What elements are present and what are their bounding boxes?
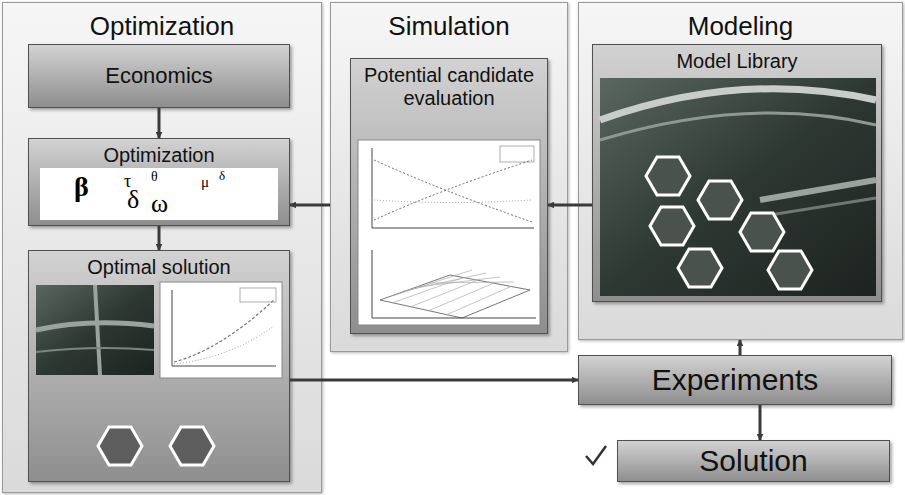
box-label: Experiments bbox=[646, 363, 825, 397]
flow-arrow bbox=[759, 405, 762, 440]
math-symbol: θ bbox=[151, 170, 158, 184]
check-mark bbox=[586, 446, 606, 464]
flow-arrow bbox=[290, 379, 578, 382]
process-box: Economics bbox=[28, 44, 290, 108]
simulation-plots bbox=[358, 140, 540, 325]
stage-panel: SimulationPotential candidate evaluation bbox=[330, 2, 568, 352]
box-label: Economics bbox=[99, 63, 219, 89]
math-symbol: δ bbox=[219, 169, 225, 182]
panel-title: Modeling bbox=[579, 3, 902, 41]
panel-title: Simulation bbox=[331, 3, 567, 41]
model-hexagons bbox=[646, 157, 812, 289]
math-symbol: β bbox=[74, 173, 89, 201]
flow-arrow bbox=[739, 340, 742, 355]
optimal-photo bbox=[36, 285, 154, 375]
box-label: Potential candidate evaluation bbox=[351, 59, 547, 110]
math-symbol: ω bbox=[151, 191, 168, 217]
process-box: Experiments bbox=[578, 355, 892, 405]
stage-panel: OptimizationEconomicsOptimizationβτθδωμδ… bbox=[2, 2, 322, 493]
box-label: Solution bbox=[693, 444, 813, 478]
library-box: Model Library bbox=[592, 44, 882, 302]
stage-panel: ModelingModel Library bbox=[578, 2, 903, 340]
result-box: Solution bbox=[617, 440, 890, 482]
process-box: Optimizationβτθδωμδ bbox=[28, 138, 290, 226]
process-box: Potential candidate evaluation bbox=[350, 58, 548, 334]
optimal-chart bbox=[160, 282, 282, 378]
flow-arrow bbox=[158, 226, 161, 250]
flow-arrow bbox=[548, 204, 592, 207]
optimal-hexagons bbox=[98, 427, 214, 465]
flow-arrow bbox=[290, 204, 330, 207]
box-label: Optimization bbox=[29, 139, 289, 167]
math-symbol: μ bbox=[201, 175, 209, 190]
box-label: Model Library bbox=[593, 45, 881, 73]
model-library-photo bbox=[600, 78, 876, 296]
flow-arrow bbox=[158, 108, 161, 138]
result-box: Optimal solution bbox=[28, 250, 290, 482]
symbol-panel bbox=[40, 168, 278, 220]
box-label: Optimal solution bbox=[29, 251, 289, 279]
math-symbol: δ bbox=[127, 187, 139, 213]
panel-title: Optimization bbox=[3, 3, 321, 41]
